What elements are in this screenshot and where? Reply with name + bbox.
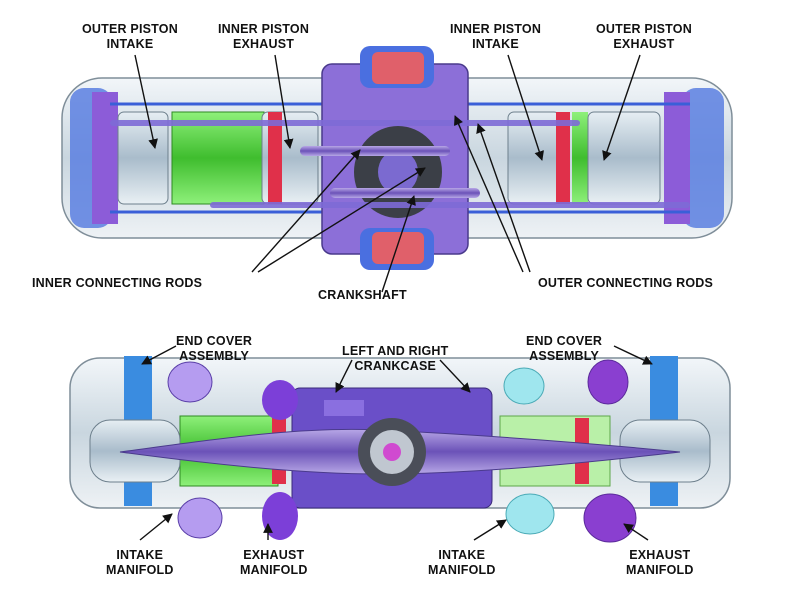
top-lower-gear xyxy=(372,232,424,264)
label-text: EXHAUST xyxy=(243,548,305,562)
label-text: EXHAUST xyxy=(232,37,295,51)
label-text: OUTER PISTON xyxy=(82,22,178,36)
top-left-flange xyxy=(92,92,118,224)
bottom-right-exhaust-manifold xyxy=(583,493,637,543)
top-right-green-ports xyxy=(572,112,588,204)
label-text: OUTER PISTON xyxy=(596,22,692,36)
bottom-left-intake-manifold xyxy=(177,497,223,539)
top-engine-assembly xyxy=(61,46,733,270)
label-text: INNER CONNECTING RODS xyxy=(32,276,203,290)
bottom-right-exhaust-manifold-top xyxy=(587,359,629,405)
label-text: OUTER CONNECTING RODS xyxy=(538,276,714,290)
bottom-right-intake-manifold xyxy=(505,493,555,535)
label-text: MANIFOLD xyxy=(428,563,496,577)
label-inner-connecting-rods: INNER CONNECTING RODS xyxy=(32,276,202,291)
top-left-green-ports xyxy=(171,111,265,205)
label-outer-piston-intake: OUTER PISTON INTAKE xyxy=(82,22,178,52)
label-text: CRANKSHAFT xyxy=(318,288,407,302)
label-crankcase: LEFT AND RIGHT CRANKCASE xyxy=(342,344,449,374)
label-text: ASSEMBLY xyxy=(529,349,600,363)
label-text: EXHAUST xyxy=(629,548,691,562)
bottom-left-intake-manifold-top xyxy=(167,361,213,403)
label-text: INNER PISTON xyxy=(218,22,310,36)
label-text: INTAKE xyxy=(438,548,486,562)
label-outer-piston-exhaust: OUTER PISTON EXHAUST xyxy=(596,22,692,52)
label-text: MANIFOLD xyxy=(106,563,174,577)
top-left-red-rings xyxy=(268,112,282,204)
label-intake-manifold-right: INTAKE MANIFOLD xyxy=(428,548,496,578)
top-outer-rod-upper xyxy=(110,120,580,126)
label-inner-piston-exhaust: INNER PISTON EXHAUST xyxy=(218,22,309,52)
label-text: MANIFOLD xyxy=(240,563,308,577)
label-end-cover-right: END COVER ASSEMBLY xyxy=(526,334,602,364)
top-inner-rod-upper xyxy=(300,146,450,156)
label-text: INTAKE xyxy=(472,37,519,51)
label-exhaust-manifold-left: EXHAUST MANIFOLD xyxy=(240,548,308,578)
top-right-red-rings xyxy=(556,112,570,204)
label-text: END COVER xyxy=(526,334,603,348)
label-text: LEFT AND RIGHT xyxy=(342,344,449,358)
label-crankshaft: CRANKSHAFT xyxy=(318,288,407,303)
label-text: ASSEMBLY xyxy=(179,349,250,363)
top-leader-lines xyxy=(134,54,641,293)
bottom-right-intake-manifold-top xyxy=(503,367,545,405)
bottom-leader-lines xyxy=(139,345,653,541)
bottom-engine-assembly xyxy=(69,356,731,543)
label-inner-piston-intake: INNER PISTON INTAKE xyxy=(450,22,541,52)
label-text: EXHAUST xyxy=(613,37,675,51)
top-right-end-cover xyxy=(682,88,724,228)
label-text: CRANKCASE xyxy=(354,359,437,373)
bottom-left-exhaust-manifold-top xyxy=(262,380,298,420)
top-inner-rod-lower xyxy=(330,188,480,198)
label-text: END COVER xyxy=(176,334,253,348)
label-text: INNER PISTON xyxy=(450,22,542,36)
label-text: INTAKE xyxy=(106,37,154,51)
top-outer-piston-exhaust xyxy=(587,111,661,205)
label-exhaust-manifold-right: EXHAUST MANIFOLD xyxy=(626,548,694,578)
top-outer-rod-lower xyxy=(210,202,690,208)
top-outer-piston-intake xyxy=(117,111,169,205)
label-end-cover-left: END COVER ASSEMBLY xyxy=(176,334,252,364)
label-text: MANIFOLD xyxy=(626,563,694,577)
label-text: INTAKE xyxy=(116,548,164,562)
label-outer-connecting-rods: OUTER CONNECTING RODS xyxy=(538,276,713,291)
top-upper-gear xyxy=(372,52,424,84)
label-intake-manifold-left: INTAKE MANIFOLD xyxy=(106,548,174,578)
